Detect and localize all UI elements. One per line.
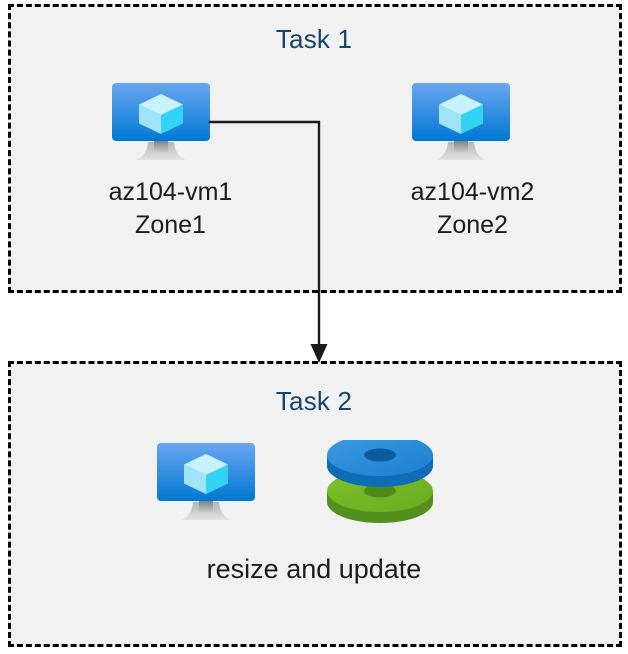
vm1-label: az104-vm1 Zone1 [108, 178, 233, 239]
task-1-title: Task 1 [275, 24, 353, 54]
vm2-label: az104-vm2 Zone2 [410, 178, 535, 239]
task-2-title: Task 2 [275, 386, 353, 416]
task-2-caption: resize and update [206, 554, 422, 584]
virtual-machine-icon [410, 80, 520, 170]
virtual-machine-icon [110, 80, 220, 170]
managed-disks-icon [325, 434, 435, 532]
virtual-machine-icon [155, 440, 265, 530]
